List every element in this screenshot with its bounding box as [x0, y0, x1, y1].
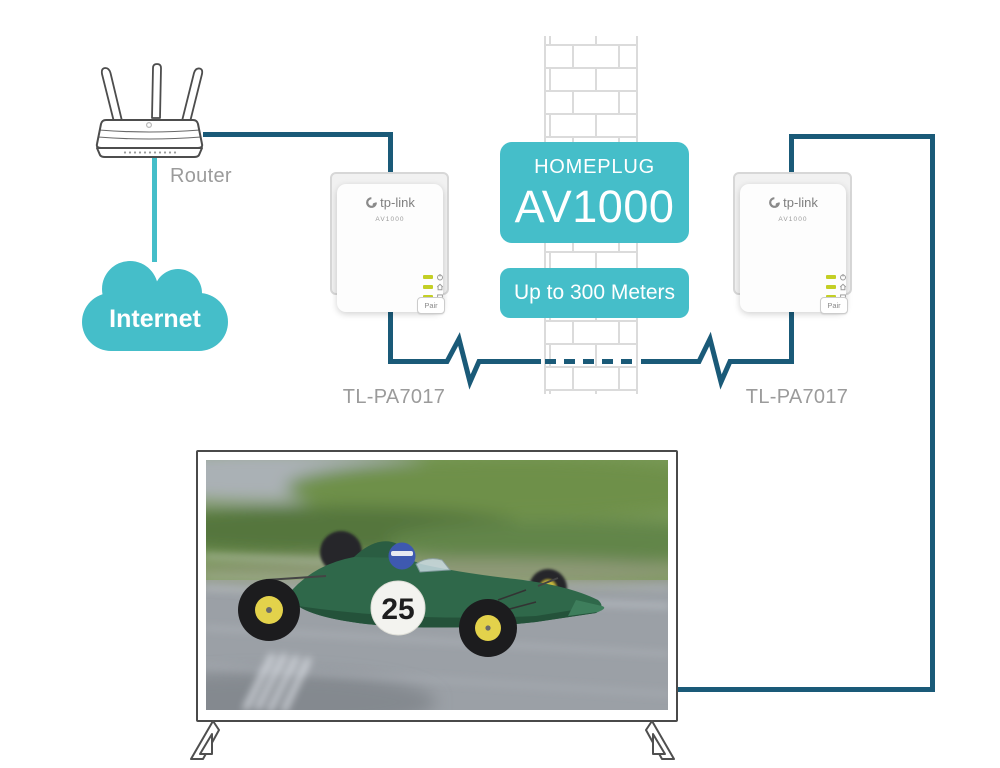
pair-button: Pair — [820, 297, 848, 314]
router-label: Router — [170, 165, 232, 187]
adapter-front-panel: tp-link AV1000 Pair — [740, 184, 848, 314]
adapter-model-text: AV1000 — [375, 216, 405, 223]
car-number: 25 — [381, 593, 414, 626]
power-icon — [437, 273, 443, 281]
powerline-adapter-right: tp-link AV1000 Pair — [733, 172, 855, 314]
router-led-dots — [123, 151, 177, 154]
tv-screen-photo: 25 — [206, 460, 668, 710]
home-icon — [436, 283, 444, 291]
adapter-model-text: AV1000 — [778, 216, 808, 223]
homeplug-badge-line2: AV1000 — [514, 181, 675, 232]
router-illustration — [95, 63, 204, 158]
adapter-left-caption: TL-PA7017 — [342, 386, 446, 408]
adapter-logo: tp-link AV1000 — [337, 195, 443, 223]
adapter-logo: tp-link AV1000 — [740, 195, 846, 223]
adapter-front-panel: tp-link AV1000 Pair — [337, 184, 445, 314]
tv-stand-feet — [190, 720, 675, 760]
router-body — [95, 119, 204, 149]
power-icon — [840, 273, 846, 281]
tv: 25 — [196, 450, 678, 722]
tplink-logo-icon — [769, 197, 781, 208]
router-antenna-middle — [151, 63, 162, 119]
tv-foot-right-inner — [652, 733, 666, 755]
race-photo: 25 — [206, 460, 668, 710]
tplink-logo-icon — [366, 197, 378, 208]
powerline-right-horizontal — [641, 305, 794, 390]
tv-foot-right — [645, 720, 675, 760]
adapter-right-caption: TL-PA7017 — [745, 386, 849, 408]
powerline-led — [423, 285, 433, 289]
range-badge: Up to 300 Meters — [500, 268, 689, 318]
router-stripes — [97, 129, 202, 140]
powerline-router-to-left-adapter — [203, 132, 393, 180]
race-car: 25 — [238, 531, 605, 657]
power-led — [826, 275, 836, 279]
tv-foot-left-inner — [199, 733, 213, 755]
internet-label: Internet — [109, 305, 201, 333]
homeplug-badge-line1: HOMEPLUG — [534, 156, 655, 178]
adapter-brand-text: tp-link — [380, 195, 415, 210]
powerline-adapter-left: tp-link AV1000 Pair — [330, 172, 452, 314]
adapter-brand-text: tp-link — [783, 195, 818, 210]
router-logo-mark — [145, 121, 152, 128]
router-antenna-left — [100, 67, 123, 123]
internet-cloud: Internet — [82, 261, 228, 351]
tv-foot-left — [190, 720, 220, 760]
homeplug-badge: HOMEPLUG AV1000 — [500, 142, 689, 243]
router-antenna-right — [181, 67, 204, 123]
power-led — [423, 275, 433, 279]
powerline-led — [826, 285, 836, 289]
pair-button: Pair — [417, 297, 445, 314]
powerline-left-horizontal — [388, 305, 541, 390]
powerline-right-adapter-to-tv — [676, 134, 935, 692]
home-icon — [839, 283, 847, 291]
